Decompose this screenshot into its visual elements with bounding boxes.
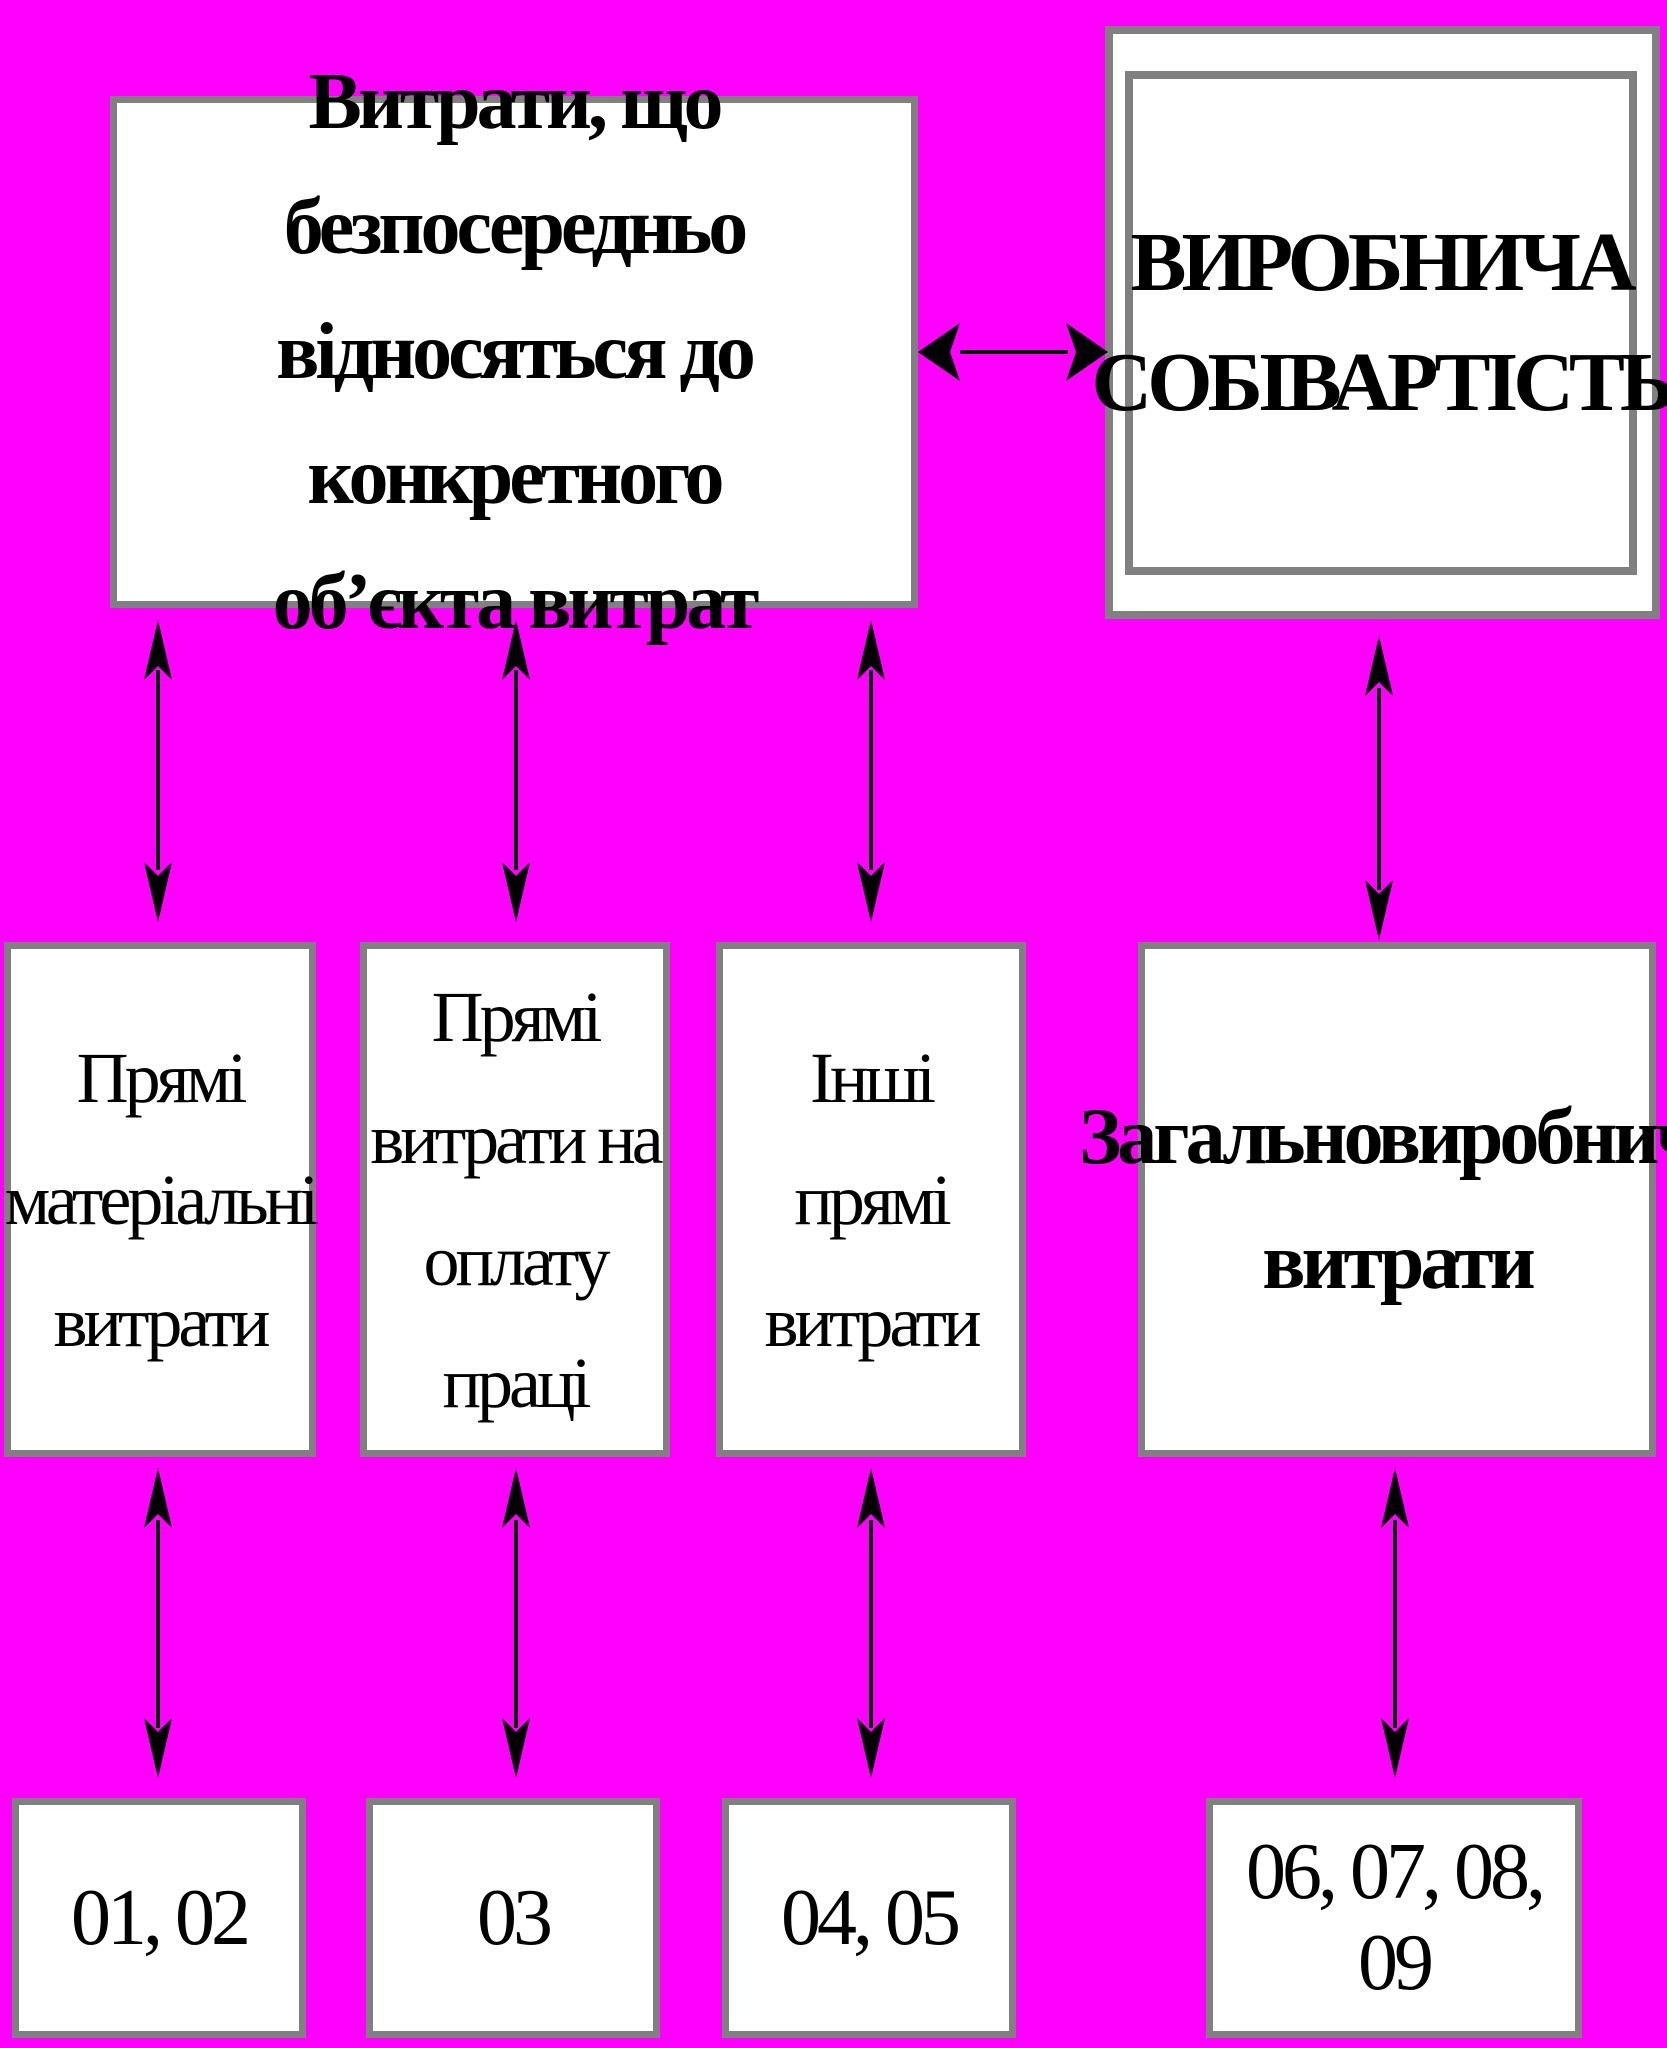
code-label-overhead: 06, 07, 08, 09 <box>1246 1828 1546 2007</box>
arrowhead-up <box>857 620 885 680</box>
arrowhead-down <box>144 862 172 922</box>
arrowhead-down <box>1381 1718 1409 1778</box>
code-box-overhead: 06, 07, 08, 09 <box>1206 1798 1582 2038</box>
arrowhead-up <box>1381 1468 1409 1528</box>
arrowhead-down <box>502 1718 530 1778</box>
arrowhead-up <box>1365 636 1393 696</box>
arrowhead-up <box>144 1468 172 1528</box>
direct-material-costs-box: Прямі матеріальні витрати <box>4 942 319 1457</box>
direct-labor-costs-box: Прямі витрати на оплату праці <box>360 942 670 1457</box>
arrowhead-up <box>857 1468 885 1528</box>
direct-material-costs-label: Прямі матеріальні витрати <box>4 1037 319 1362</box>
arrowhead-up <box>502 620 530 680</box>
overhead-costs-box: Загальновиробничі витрати <box>1079 942 1667 1457</box>
code-box-material: 01, 02 <box>12 1798 306 2038</box>
direct-costs-box: Витрати, що безпосередньо відносяться до… <box>110 58 918 646</box>
arrowhead-up <box>502 1468 530 1528</box>
arrowhead-down <box>502 862 530 922</box>
code-label-other: 04, 05 <box>781 1873 961 1962</box>
code-box-labor: 03 <box>366 1798 660 2038</box>
other-direct-costs-label: Інші прямі витрати <box>764 1037 982 1362</box>
arrowhead-right <box>1066 323 1108 381</box>
arrowhead-left <box>918 323 960 381</box>
arrowhead-down <box>857 1718 885 1778</box>
production-cost-box: ВИРОБНИЧА СОБІВАРТІСТЬ <box>1092 71 1667 575</box>
direct-costs-label: Витрати, що безпосередньо відносяться до… <box>272 57 760 646</box>
code-box-other: 04, 05 <box>722 1798 1016 2038</box>
arrowhead-down <box>857 862 885 922</box>
code-label-material: 01, 02 <box>71 1873 251 1962</box>
arrowhead-down <box>1365 880 1393 940</box>
direct-labor-costs-label: Прямі витрати на оплату праці <box>370 976 663 1423</box>
production-cost-label: ВИРОБНИЧА СОБІВАРТІСТЬ <box>1091 216 1667 429</box>
other-direct-costs-box: Інші прямі витрати <box>716 942 1026 1457</box>
arrowhead-down <box>144 1718 172 1778</box>
arrowhead-up <box>144 620 172 680</box>
overhead-costs-label: Загальновиробничі витрати <box>1079 1092 1667 1306</box>
code-label-labor: 03 <box>477 1873 553 1962</box>
